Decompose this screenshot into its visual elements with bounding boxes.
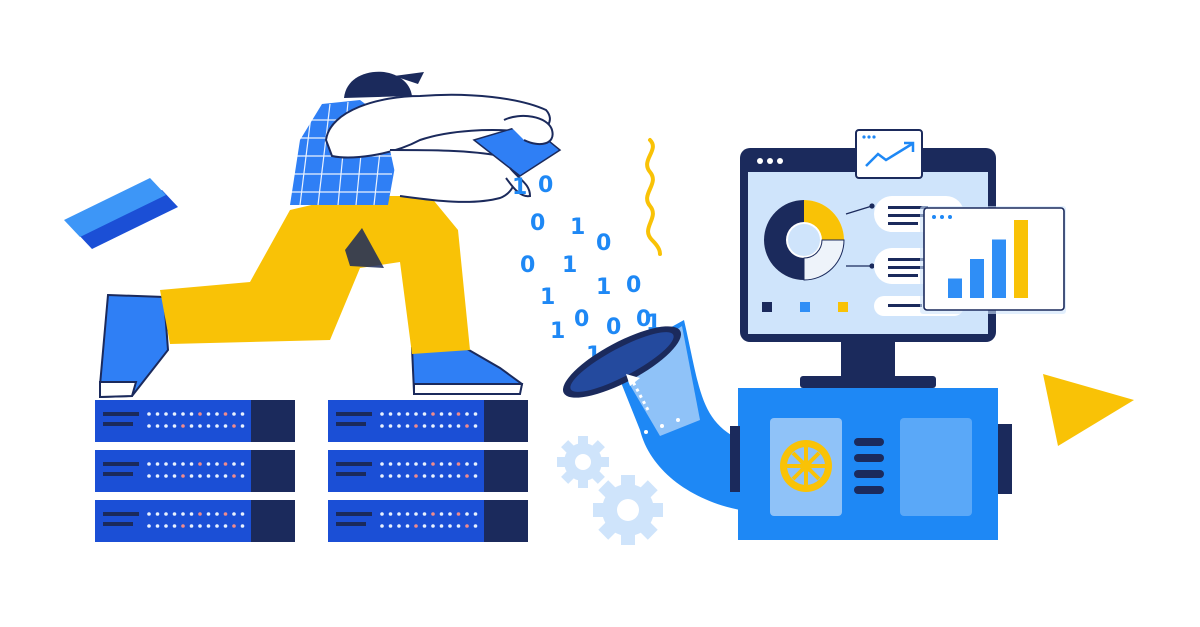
trend-arrow-icon [855,129,923,179]
bar-chart-bar [970,259,984,298]
binary-digit: 0 [606,315,621,340]
bar-chart-bar [992,239,1006,298]
play-triangle-icon [1043,374,1134,446]
binary-digit: 0 [596,231,611,256]
binary-digit: 0 [530,211,545,236]
arm [324,93,551,159]
decorative-block-icon [64,178,178,249]
cap-icon [344,71,412,98]
squiggle-decoration [645,138,662,256]
bar-chart-bar [948,278,962,298]
legend-swatches [762,302,848,312]
server-stack-right [328,400,528,542]
binary-digit: 1 [512,175,527,200]
server-rack-icon [95,500,295,542]
binary-digit: 1 [596,275,611,300]
server-stack-left [95,400,295,542]
upload-arrow-icon [630,379,650,411]
vent-slots [854,438,884,494]
fan-icon [780,440,832,492]
bar-chart-bar [1014,220,1028,298]
binary-digit: 0 [626,273,641,298]
server-rack-icon [95,450,295,492]
gear-icon [557,436,609,488]
binary-digit: 0 [636,307,651,332]
binary-digit: 0 [574,307,589,332]
binary-digit: 0 [520,253,535,278]
binary-digit: 1 [550,319,565,344]
binary-digit: 0 [538,173,553,198]
server-rack-icon [328,500,528,542]
gear-icon [593,475,663,545]
person-icon [99,71,562,399]
bar-chart-icon [920,206,1066,314]
binary-digit: 1 [540,285,555,310]
pants [160,196,470,354]
donut-chart-icon [764,200,845,281]
binary-digit: 1 [570,215,585,240]
binary-digit: 1 [562,253,577,278]
machine-icon [730,388,1012,540]
server-rack-icon [95,400,295,442]
server-rack-icon [328,450,528,492]
server-rack-icon [328,400,528,442]
funnel-icon [562,320,740,510]
